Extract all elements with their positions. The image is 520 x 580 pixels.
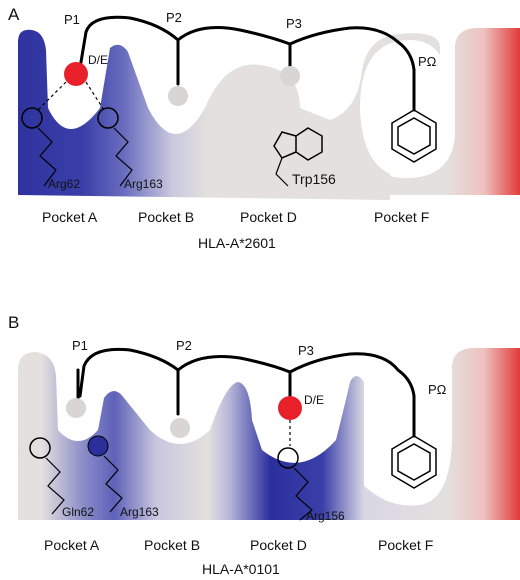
panel-a-pocket-a: Pocket A <box>42 209 98 225</box>
panel-a-label-arg62: Arg62 <box>48 177 80 191</box>
panel-a-pocket-d: Pocket D <box>240 209 297 225</box>
panel-b-pocket-a: Pocket A <box>44 537 100 553</box>
panel-b-label-pomega: PΩ <box>428 382 447 397</box>
panel-a-label-p1: P1 <box>64 12 80 27</box>
panel-b-label-p3: P3 <box>298 343 314 358</box>
panel-a-phenyl-ring <box>391 109 437 163</box>
panel-b-gln62-chain <box>45 457 65 515</box>
panel-a-arg163-guanidinium <box>97 107 119 129</box>
panel-b-label-arg156: Arg156 <box>306 509 345 523</box>
panel-b-label-p2: P2 <box>176 338 192 353</box>
panel-b-label-anchor: D/E <box>304 393 324 407</box>
panel-a-label-p2: P2 <box>166 10 182 25</box>
panel-b-gln62-headgroup <box>29 437 51 459</box>
panel-a-pocket-f: Pocket F <box>374 209 429 225</box>
panel-a-letter: A <box>8 5 20 24</box>
panel-b-arg156-guanidinium <box>277 447 299 469</box>
panel-a-pocket-b: Pocket B <box>138 209 194 225</box>
panel-a-label-arg163: Arg163 <box>124 177 163 191</box>
panel-b-phenyl-ring <box>391 435 437 489</box>
panel-b-pocket-f: Pocket F <box>378 537 433 553</box>
panel-b-groove-right <box>350 348 520 520</box>
panel-a-label-pomega: PΩ <box>418 54 437 69</box>
panel-b-letter: B <box>8 313 19 332</box>
panel-a-groove-right <box>360 28 520 195</box>
panel-a-label-anchor: D/E <box>88 53 108 67</box>
panel-a-phenyl-inner <box>397 117 431 155</box>
panel-a-label-p3: P3 <box>286 16 302 31</box>
panel-b: B P1 P2 P3 PΩ D/E Gln62 Arg163 Arg156 Po… <box>8 313 520 577</box>
panel-b-arg163-chain <box>103 455 123 513</box>
panel-b-pocket-f-cavity <box>364 360 450 500</box>
panel-b-arg156-chain <box>293 467 313 521</box>
panel-b-pocket-d: Pocket D <box>250 537 307 553</box>
panel-a-peptide-backbone <box>78 15 416 72</box>
panel-a-p2-residue <box>168 86 188 106</box>
panel-a-hbond-arg62 <box>37 81 67 111</box>
panel-a-arg62-chain <box>37 127 57 187</box>
panel-b-phenyl-inner <box>397 443 431 481</box>
panel-b-label-arg163: Arg163 <box>120 505 159 519</box>
panel-b-p3-acidic-residue <box>278 396 302 420</box>
panel-b-p2-residue <box>170 418 190 438</box>
panel-a-trp-pyrrole <box>273 131 297 159</box>
panel-a-p1-acidic-residue <box>64 62 88 86</box>
panel-a-arg163-chain <box>113 127 133 187</box>
panel-a-p3-residue <box>280 66 300 86</box>
panel-b-peptide-backbone <box>78 347 416 398</box>
panel-a-label-trp156: Trp156 <box>292 171 336 187</box>
panel-a-arg62-guanidinium <box>21 107 43 129</box>
panel-b-groove <box>18 352 364 520</box>
panel-b-p1-residue <box>66 398 86 418</box>
panel-a-trp-chain <box>275 157 289 187</box>
panel-a: A P1 P2 P3 PΩ D/E <box>8 5 520 251</box>
panel-a-pocket-f-cavity <box>360 40 452 178</box>
panel-b-pocket-b: Pocket B <box>144 537 200 553</box>
panel-b-label-gln62: Gln62 <box>62 505 94 519</box>
panel-a-allele: HLA-A*2601 <box>198 235 276 251</box>
panel-b-allele: HLA-A*0101 <box>202 561 280 577</box>
panel-b-arg163-guanidinium <box>87 435 109 457</box>
panel-b-label-p1: P1 <box>72 338 88 353</box>
panel-a-groove <box>18 29 440 200</box>
